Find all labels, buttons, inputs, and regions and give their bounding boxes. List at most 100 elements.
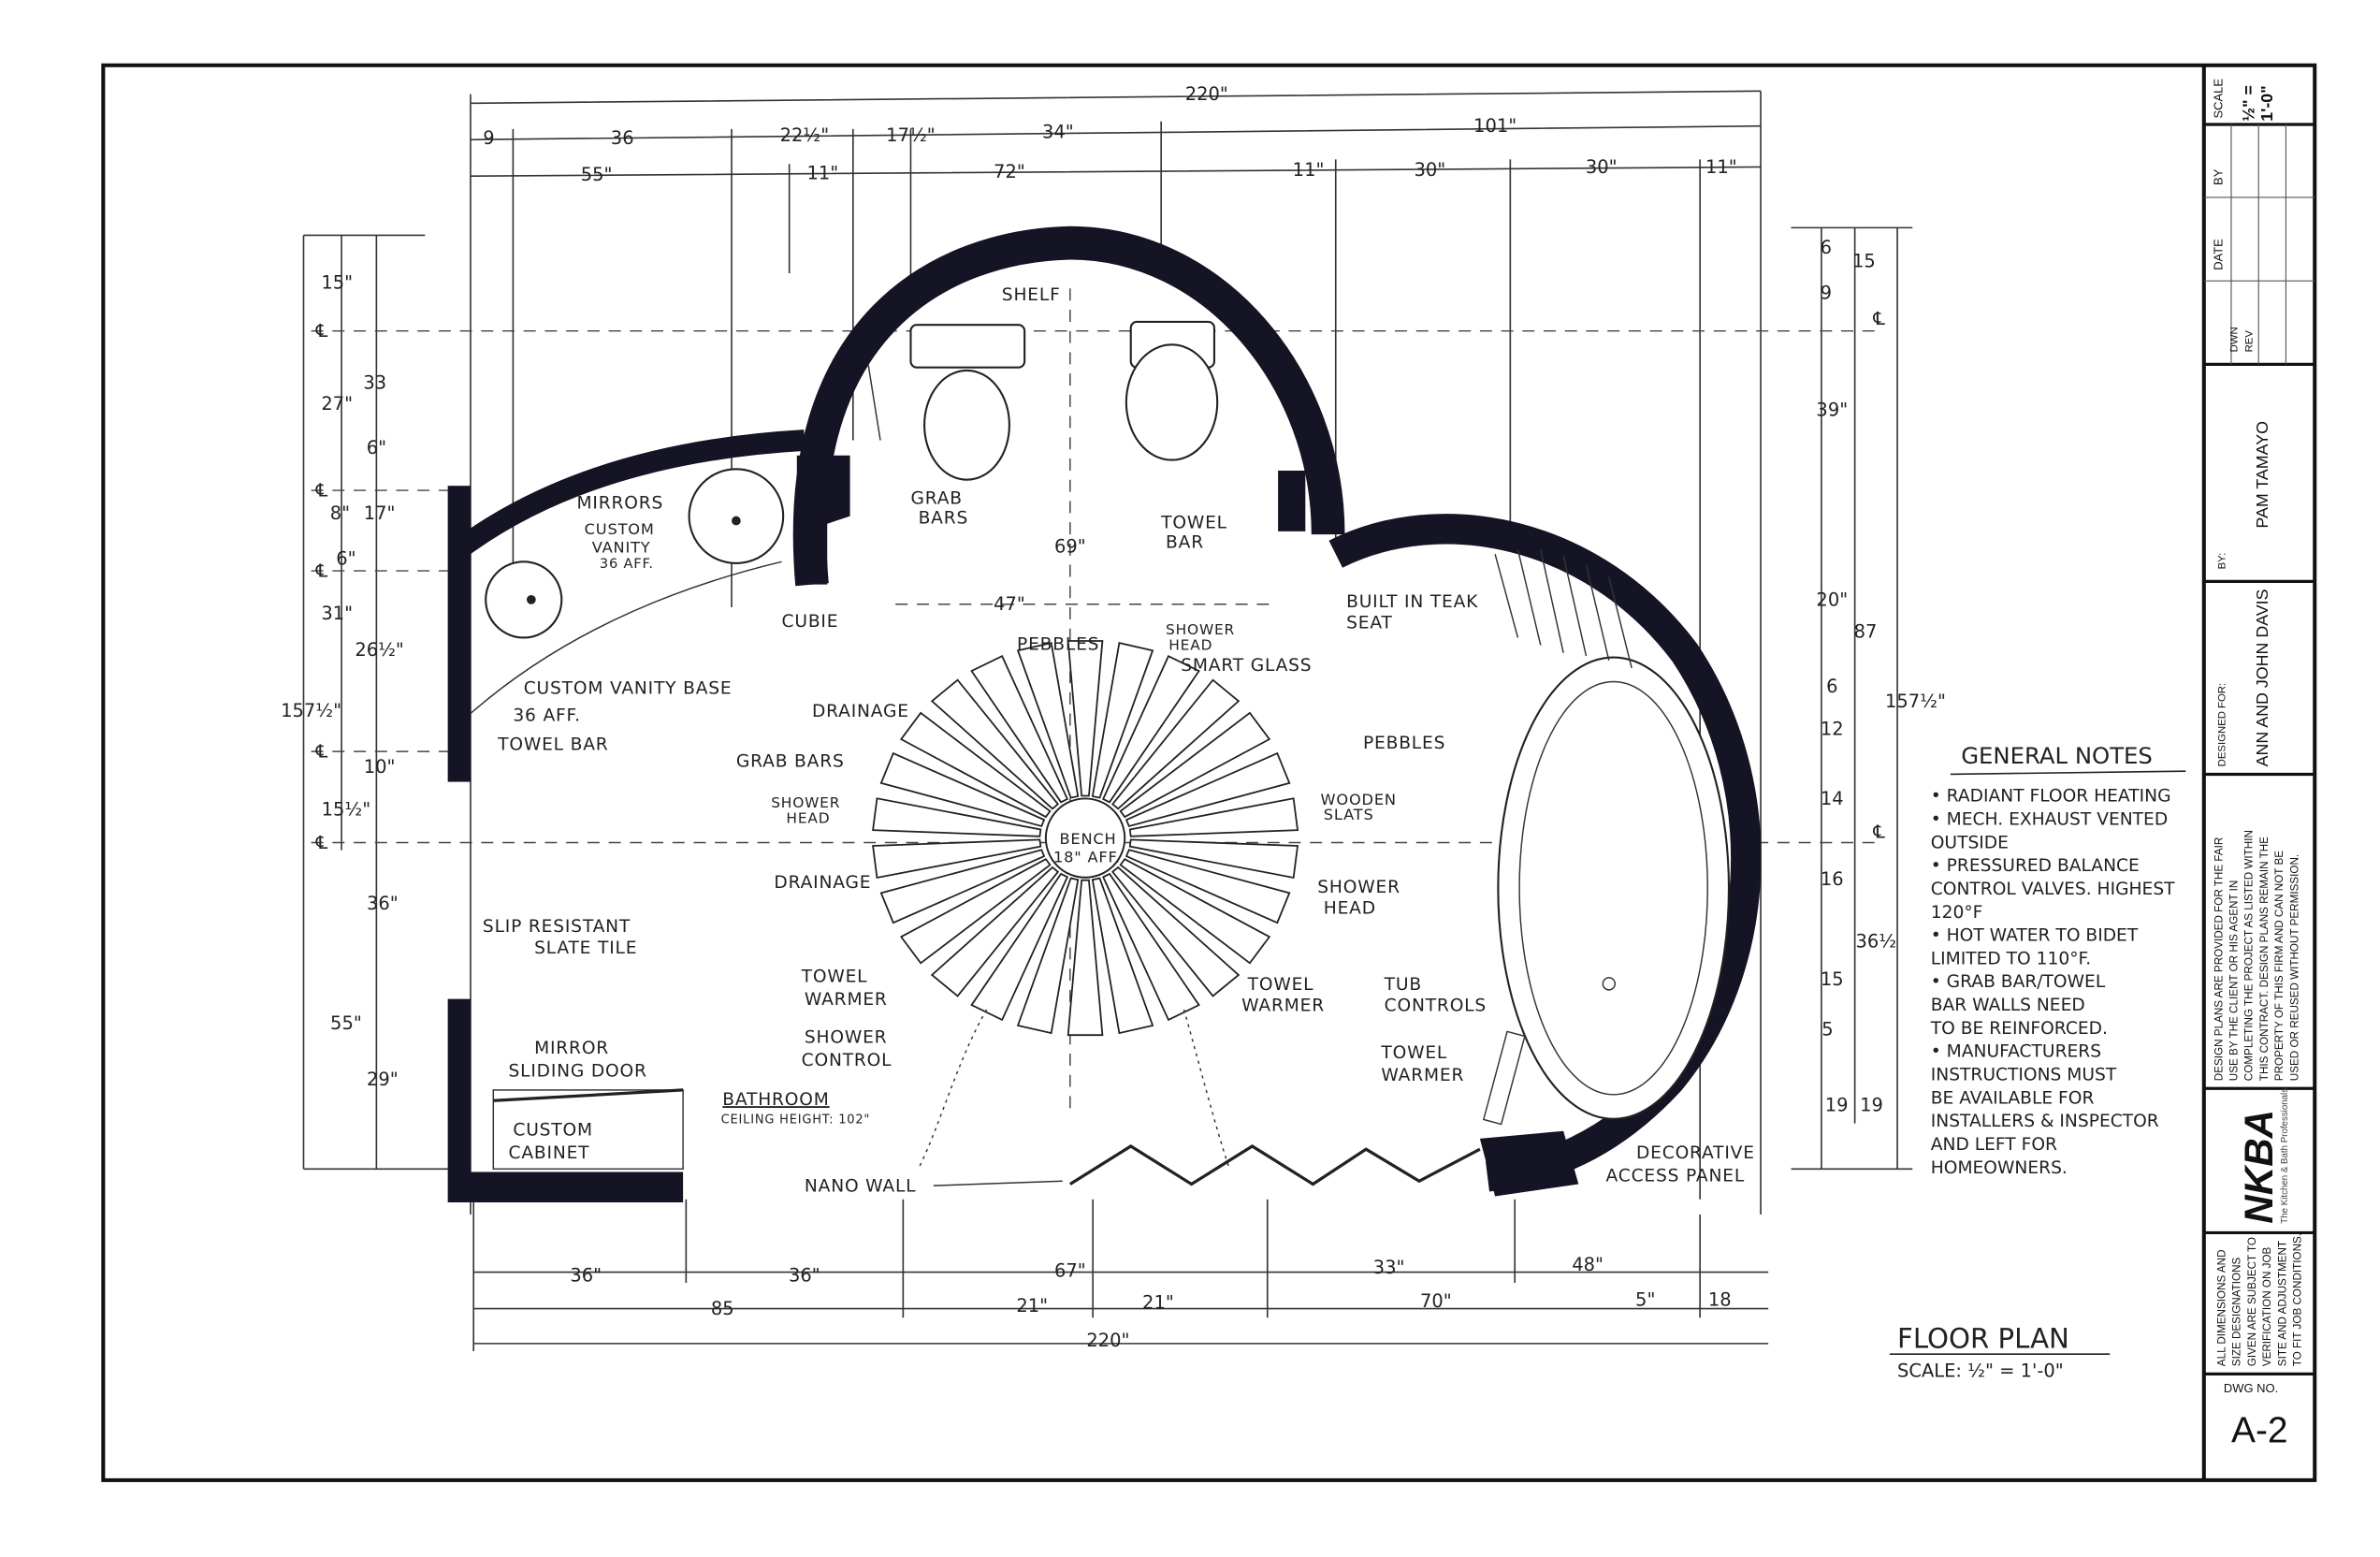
label-custom-cabinet: CUSTOM xyxy=(513,1121,593,1141)
dim-right: 39" xyxy=(1816,400,1848,421)
dim-right: 87 xyxy=(1854,620,1878,642)
general-note-line: LIMITED TO 110°F. xyxy=(1931,949,2091,968)
dim-bottom: 33" xyxy=(1373,1257,1405,1278)
dim-top: 34" xyxy=(1042,122,1074,143)
label-towel-warmer: WARMER xyxy=(1381,1066,1464,1085)
dwn-label: DWN xyxy=(2228,327,2240,352)
shower-slat xyxy=(1128,797,1299,837)
dimensions-note-line: VERIFICATION ON JOB xyxy=(2261,1246,2273,1366)
dim-right: 15 xyxy=(1821,968,1844,990)
dim-bottom: 36" xyxy=(789,1264,820,1286)
centerline-mark: ℄ xyxy=(315,480,328,502)
title-block: SCALE ½" = 1'-0" DATE BY DWN REV BY: PAM… xyxy=(2203,79,2315,1450)
label-access-panel: ACCESS PANEL xyxy=(1606,1166,1745,1186)
label-custom-cabinet: CABINET xyxy=(509,1143,590,1163)
dim-bottom: 21" xyxy=(1142,1292,1174,1314)
shower-slat xyxy=(872,838,1042,879)
dim-right: 6 xyxy=(1821,237,1832,258)
dim-right: 16 xyxy=(1821,868,1844,890)
vanity-curved-wall xyxy=(457,429,805,556)
main-arc-wall xyxy=(792,226,1345,587)
disclaimer-line: PROPERTY OF THIS FIRM AND CAN NOT BE xyxy=(2273,851,2286,1081)
left-wall-lower xyxy=(447,998,684,1202)
dim-right: 157½" xyxy=(1885,691,1946,712)
nkba-logo: NKBA The Kitchen & Bath Professionals xyxy=(2237,1088,2290,1224)
dim-top: 17½" xyxy=(886,124,936,146)
shower-bench xyxy=(1044,797,1126,879)
nkba-logo-text: NKBA xyxy=(2237,1110,2281,1224)
dim-bottom: 48" xyxy=(1572,1254,1604,1275)
nano-wall xyxy=(1068,1144,1481,1186)
shower-slat xyxy=(1111,678,1241,810)
general-note-line: • RADIANT FLOOR HEATING xyxy=(1931,787,2171,807)
shower-slat xyxy=(1119,857,1271,965)
label-vanity-base: 36 AFF. xyxy=(513,706,580,726)
label-wooden-slats: WOODEN xyxy=(1321,791,1397,808)
dim-bottom: 67" xyxy=(1054,1259,1086,1281)
general-note-line: TO BE REINFORCED. xyxy=(1930,1019,2108,1039)
label-nano-wall: NANO WALL xyxy=(805,1177,916,1197)
centerline-mark: ℄ xyxy=(1872,822,1885,843)
dwg-no: A-2 xyxy=(2231,1410,2288,1450)
label-towel-warmer: TOWEL xyxy=(801,968,868,987)
dim-top: 72" xyxy=(994,161,1025,182)
by-label: BY: xyxy=(2217,553,2228,570)
general-note-line: • GRAB BAR/TOWEL xyxy=(1931,972,2106,992)
dim-right: 5 xyxy=(1821,1019,1833,1040)
drawing-title: FLOOR PLAN SCALE: ½" = 1'-0" xyxy=(1889,1323,2111,1382)
shower-slat xyxy=(899,857,1052,965)
label-pebbles: PEBBLES xyxy=(1017,634,1099,654)
dimensions-note-line: SIZE DESIGNATIONS xyxy=(2231,1257,2243,1366)
dim-bottom: 70" xyxy=(1420,1290,1452,1312)
dim-bottom: 18 xyxy=(1708,1288,1732,1310)
sink-right-drain xyxy=(732,516,741,526)
label-custom-vanity: 36 AFF. xyxy=(600,556,654,572)
dim-top: 101" xyxy=(1473,115,1517,137)
general-note-line: • PRESSURED BALANCE xyxy=(1931,856,2140,876)
label-room-name: BATHROOM xyxy=(722,1090,829,1110)
vanity-counter-edge xyxy=(470,560,782,715)
dimensions-note-line: ALL DIMENSIONS AND xyxy=(2216,1249,2228,1366)
revision-table xyxy=(2203,124,2315,365)
centerline-mark: ℄ xyxy=(315,832,328,853)
general-note-line: INSTALLERS & INSPECTOR xyxy=(1931,1112,2159,1131)
dimensions-note-line: GIVEN ARE SUBJECT TO xyxy=(2246,1237,2258,1366)
shower-slat xyxy=(899,711,1052,819)
cubie-wall xyxy=(796,455,850,585)
shower-slat xyxy=(930,678,1060,810)
shower-slat xyxy=(1125,751,1291,828)
general-notes: GENERAL NOTES • RADIANT FLOOR HEATING• M… xyxy=(1930,742,2186,1178)
dim-left: 6" xyxy=(336,548,356,570)
label-tub-controls: TUB xyxy=(1384,975,1422,995)
dimensions-note-line: TO FIT JOB CONDITIONS. xyxy=(2292,1233,2304,1366)
dim-right: 14 xyxy=(1821,788,1844,809)
shower-slat xyxy=(1016,642,1080,799)
grab-bar-top xyxy=(867,364,881,441)
dim-right: 12 xyxy=(1821,718,1844,739)
shower-slat xyxy=(1102,655,1200,804)
centerline-mark: ℄ xyxy=(315,320,328,342)
dim-bottom: 5" xyxy=(1635,1288,1655,1310)
label-pebbles-tub: PEBBLES xyxy=(1363,734,1445,753)
floor-plan-title: FLOOR PLAN xyxy=(1897,1323,2069,1355)
shower-slat xyxy=(1091,877,1154,1035)
disclaimer-line: USED OR REUSED WITHOUT PERMISSION. xyxy=(2288,854,2300,1081)
label-towel-warmer: TOWEL xyxy=(1380,1043,1447,1063)
shower-slat xyxy=(1111,866,1241,997)
label-shower-control: SHOWER xyxy=(805,1028,888,1048)
shower-slat xyxy=(1128,838,1299,879)
client-name: ANN AND JOHN DAVIS xyxy=(2253,589,2271,766)
general-note-line: AND LEFT FOR xyxy=(1931,1135,2057,1155)
sink-left xyxy=(485,560,563,639)
bidet-bowl xyxy=(1125,343,1219,461)
shower-slat xyxy=(879,849,1046,924)
dim-right: 6 xyxy=(1826,676,1837,697)
label-mirrors: MIRRORS xyxy=(577,494,664,514)
general-note-line: CONTROL VALVES. HIGHEST xyxy=(1931,880,2175,899)
label-towel-warmer: WARMER xyxy=(1241,997,1325,1016)
general-notes-underline xyxy=(1950,770,2186,776)
dim-interior: 69" xyxy=(1054,536,1086,558)
dim-left: 17" xyxy=(364,502,396,524)
shower-slat xyxy=(930,866,1060,997)
general-note-line: OUTSIDE xyxy=(1931,833,2009,852)
